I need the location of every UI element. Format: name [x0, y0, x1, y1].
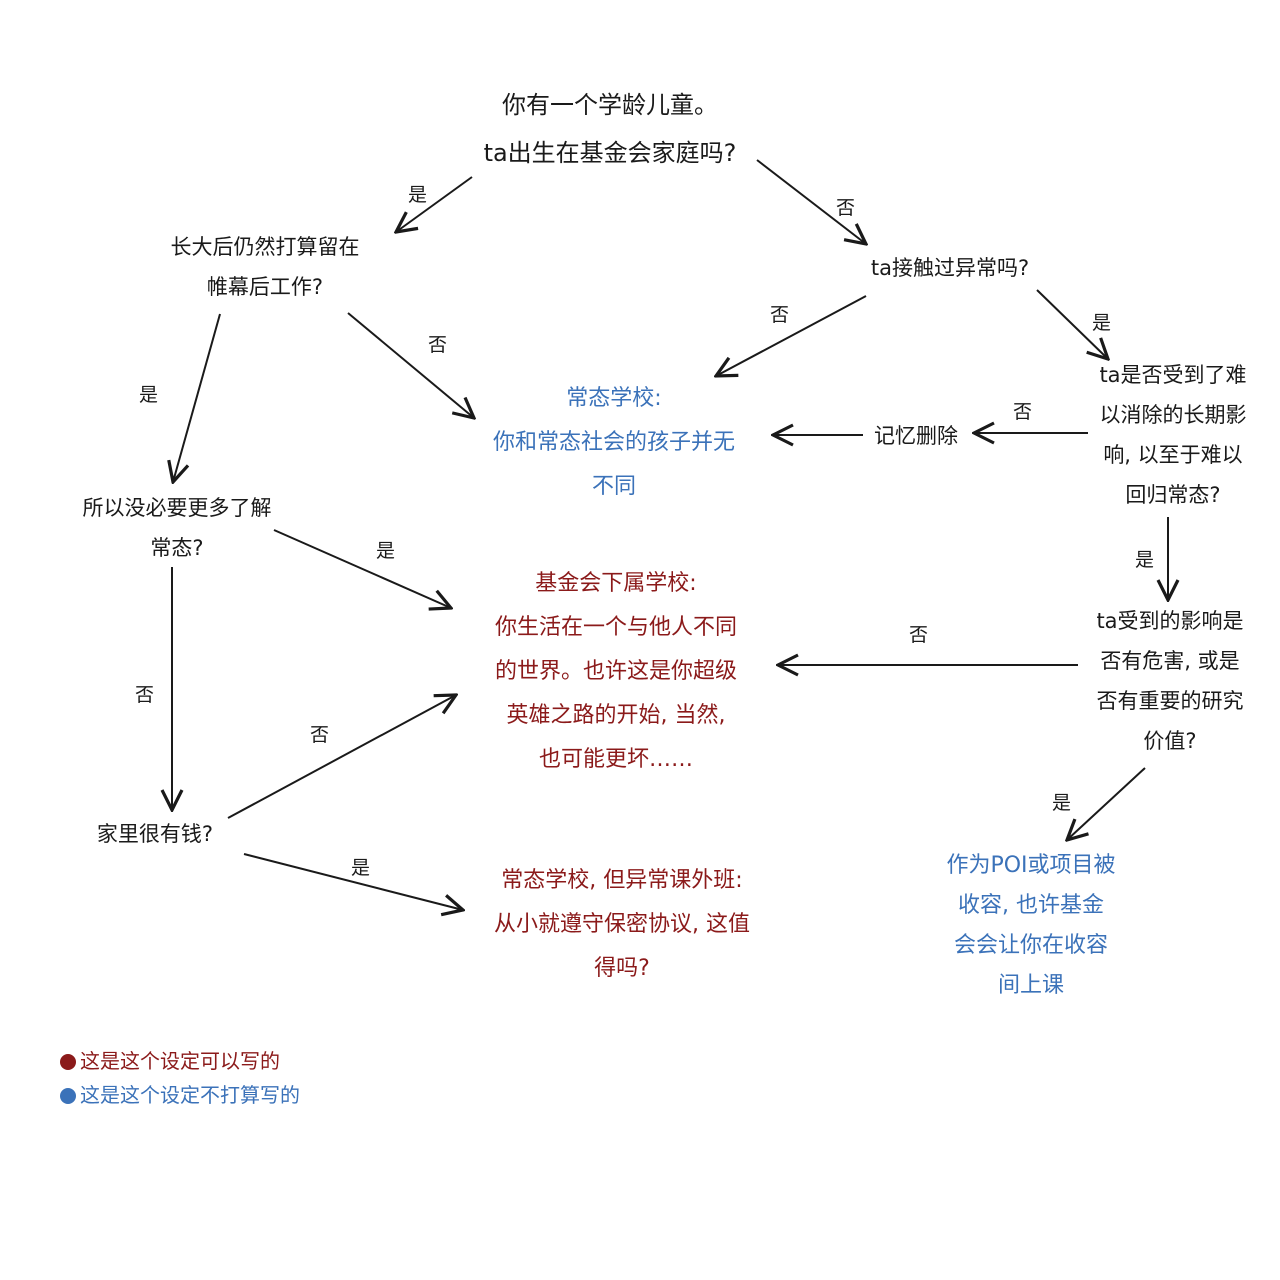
edge-need-yes: [273, 529, 451, 608]
node-long-term-effect-line: 响, 以至于难以: [1103, 443, 1243, 467]
edge-label-danger-no: 否: [909, 624, 929, 646]
node-memory-erase: 记忆删除: [862, 416, 970, 456]
node-foundation-school-line: 基金会下属学校:: [535, 571, 697, 596]
edge-label-root-no: 否: [836, 197, 856, 219]
edge-rich-yes: [243, 853, 463, 910]
node-rich-family: 家里很有钱?: [80, 814, 230, 854]
node-effect-danger: ta受到的影响是 否有危害, 或是 否有重要的研究 价值?: [1080, 601, 1260, 761]
node-effect-danger-line: 否有危害, 或是: [1100, 649, 1240, 673]
node-need-normal-line: 所以没必要更多了解: [82, 496, 272, 520]
edge-root-no: [756, 159, 866, 244]
node-need-normal-line: 常态?: [150, 536, 204, 560]
node-normal-school-line: 不同: [591, 474, 636, 499]
node-root-line: 你有一个学龄儿童。: [502, 91, 718, 119]
edge-danger-yes: [1067, 767, 1146, 840]
node-poi-project-line: 会会让你在收容: [953, 933, 1108, 958]
node-normal-extra-class: 常态学校, 但异常课外班: 从小就遵守保密协议, 这值 得吗?: [462, 859, 782, 991]
edge-rich-no: [227, 695, 456, 819]
node-contact-anomaly-line: ta接触过异常吗?: [870, 256, 1030, 280]
node-rich-family-line: 家里很有钱?: [96, 822, 214, 846]
node-poi-project-line: 作为POI或项目被: [946, 853, 1116, 878]
edge-stay-yes: [173, 313, 221, 482]
legend-allowed-label: 这是这个设定可以写的: [80, 1049, 280, 1073]
edge-label-need-no: 否: [135, 684, 155, 706]
edge-contact-no: [716, 295, 867, 376]
node-foundation-school: 基金会下属学校: 你生活在一个与他人不同 的世界。也许这是你超级 英雄之路的开始…: [466, 562, 766, 782]
node-root-line: ta出生在基金会家庭吗?: [483, 139, 737, 167]
node-foundation-school-line: 的世界。也许这是你超级: [494, 659, 737, 684]
legend-item-not-planned: 这是这个设定不打算写的: [60, 1078, 300, 1112]
node-poi-project: 作为POI或项目被 收容, 也许基金 会会让你在收容 间上课: [926, 846, 1136, 1006]
node-foundation-school-line: 也可能更坏……: [538, 747, 693, 772]
node-contact-anomaly: ta接触过异常吗?: [850, 248, 1050, 288]
edge-contact-yes: [1036, 289, 1108, 359]
legend-item-allowed: 这是这个设定可以写的: [60, 1044, 300, 1078]
legend: 这是这个设定可以写的 这是这个设定不打算写的: [60, 1044, 300, 1112]
red-dot-icon: [60, 1054, 76, 1070]
node-normal-school-line: 你和常态社会的孩子并无: [492, 430, 735, 455]
edge-label-contact-no: 否: [770, 304, 790, 326]
edge-label-danger-yes: 是: [1052, 792, 1072, 814]
legend-not-planned-label: 这是这个设定不打算写的: [80, 1083, 300, 1107]
edge-label-effect-no: 否: [1013, 401, 1033, 423]
node-long-term-effect-line: ta是否受到了难: [1099, 363, 1247, 387]
node-stay-backstage: 长大后仍然打算留在 帷幕后工作?: [140, 227, 390, 307]
edge-label-rich-yes: 是: [351, 857, 371, 879]
node-normal-school: 常态学校: 你和常态社会的孩子并无 不同: [464, 377, 764, 509]
blue-dot-icon: [60, 1088, 76, 1104]
edge-label-need-yes: 是: [376, 540, 396, 562]
node-normal-extra-class-line: 常态学校, 但异常课外班:: [501, 868, 743, 893]
edge-label-stay-no: 否: [428, 334, 448, 356]
node-normal-extra-class-line: 得吗?: [594, 956, 650, 981]
node-stay-backstage-line: 长大后仍然打算留在: [170, 235, 360, 259]
node-long-term-effect: ta是否受到了难 以消除的长期影 响, 以至于难以 回归常态?: [1088, 355, 1258, 515]
node-long-term-effect-line: 回归常态?: [1125, 483, 1221, 507]
node-long-term-effect-line: 以消除的长期影: [1099, 403, 1247, 427]
node-poi-project-line: 收容, 也许基金: [958, 893, 1104, 918]
edge-stay-no: [347, 312, 474, 418]
node-effect-danger-line: 否有重要的研究: [1096, 689, 1244, 713]
node-stay-backstage-line: 帷幕后工作?: [206, 275, 324, 299]
edge-label-effect-yes: 是: [1135, 549, 1155, 571]
node-normal-school-line: 常态学校:: [566, 386, 662, 411]
node-effect-danger-line: 价值?: [1143, 729, 1197, 753]
edge-label-contact-yes: 是: [1092, 312, 1112, 334]
node-normal-extra-class-line: 从小就遵守保密协议, 这值: [494, 912, 750, 937]
node-foundation-school-line: 英雄之路的开始, 当然,: [506, 703, 726, 728]
node-memory-erase-line: 记忆删除: [874, 424, 958, 448]
node-poi-project-line: 间上课: [997, 973, 1064, 998]
node-root: 你有一个学龄儿童。 ta出生在基金会家庭吗?: [440, 81, 780, 177]
node-need-normal: 所以没必要更多了解 常态?: [62, 488, 292, 568]
edge-root-yes: [396, 176, 473, 232]
node-foundation-school-line: 你生活在一个与他人不同: [494, 615, 737, 640]
edge-label-rich-no: 否: [310, 724, 330, 746]
edge-label-root-yes: 是: [408, 184, 428, 206]
node-effect-danger-line: ta受到的影响是: [1096, 609, 1244, 633]
edge-label-stay-yes: 是: [139, 384, 159, 406]
